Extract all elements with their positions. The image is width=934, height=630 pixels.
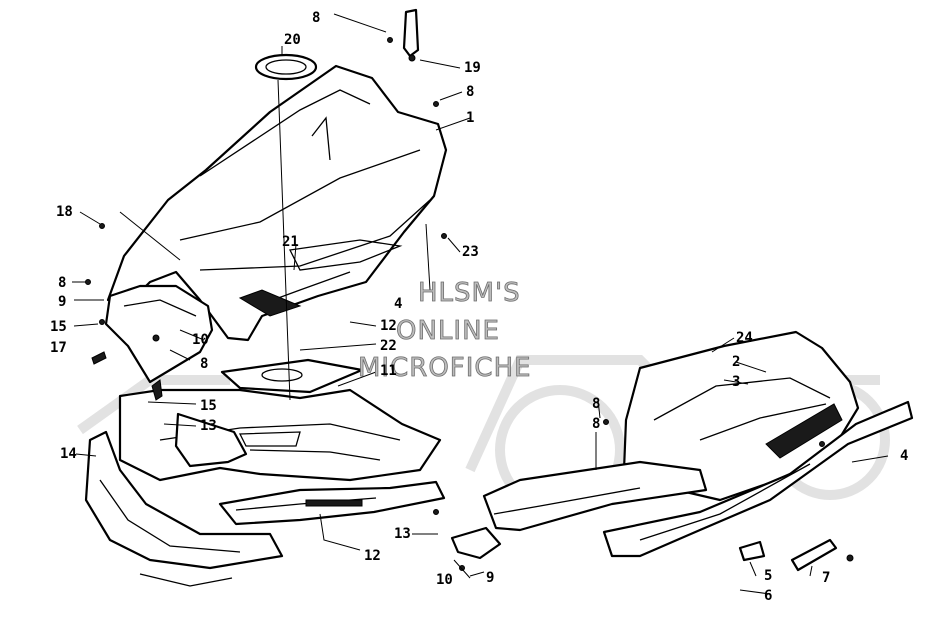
callout-20: 20 [284, 32, 301, 48]
callout-1: 1 [466, 110, 474, 126]
callout-21: 21 [282, 234, 299, 250]
callout-7: 7 [822, 570, 830, 586]
part-14-bumper [84, 430, 284, 587]
part-right-rail [450, 460, 708, 560]
callout-6: 6 [764, 588, 772, 604]
callout-2: 2 [732, 354, 740, 370]
part-1-hood [106, 64, 448, 342]
callout-9: 9 [58, 294, 66, 310]
callout-15: 15 [200, 398, 217, 414]
callout-23: 23 [462, 244, 479, 260]
part-13-bracket-left [174, 412, 248, 468]
part-5-clip [738, 540, 766, 562]
watermark: HLSM'S ONLINE MICROFICHE [358, 278, 532, 384]
callout-24: 24 [736, 330, 753, 346]
callout-4: 4 [394, 296, 402, 312]
leader-lines [72, 13, 889, 595]
part-11-belly-pan [118, 388, 442, 482]
callout-19: 19 [464, 60, 481, 76]
callout-17: 17 [50, 340, 67, 356]
callout-12: 12 [380, 318, 397, 334]
callout-9: 9 [486, 570, 494, 586]
callout-22: 22 [380, 338, 397, 354]
callout-11: 11 [380, 363, 397, 379]
callout-8: 8 [200, 356, 208, 372]
part-6-strip [790, 538, 838, 572]
callout-8: 8 [466, 84, 474, 100]
callout-5: 5 [764, 568, 772, 584]
callout-18: 18 [56, 204, 73, 220]
callout-12: 12 [364, 548, 381, 564]
callout-10: 10 [192, 332, 209, 348]
watermark-line-2: ONLINE [396, 316, 500, 346]
callout-8: 8 [312, 10, 320, 26]
part-7-screw [846, 554, 854, 562]
callout-4: 4 [900, 448, 908, 464]
callouts: 8 20 19 8 1 18 21 23 8 9 4 15 10 12 17 8… [50, 10, 908, 604]
callout-13: 13 [394, 526, 411, 542]
watermark-line-1: HLSM'S [418, 278, 521, 308]
part-12-skid-plate [218, 480, 446, 526]
callout-3: 3 [732, 374, 740, 390]
part-4-right-skid [602, 400, 914, 558]
callout-13: 13 [200, 418, 217, 434]
callout-8: 8 [58, 275, 66, 291]
part-19-bracket [402, 8, 420, 62]
callout-8: 8 [592, 416, 600, 432]
fasteners [85, 37, 825, 571]
part-22-plate [220, 358, 364, 394]
callout-10: 10 [436, 572, 453, 588]
callout-15: 15 [50, 319, 67, 335]
watermark-line-3: MICROFICHE [358, 353, 532, 383]
part-20-seal-ring [254, 53, 318, 81]
callout-8: 8 [592, 396, 600, 412]
callout-14: 14 [60, 446, 77, 462]
